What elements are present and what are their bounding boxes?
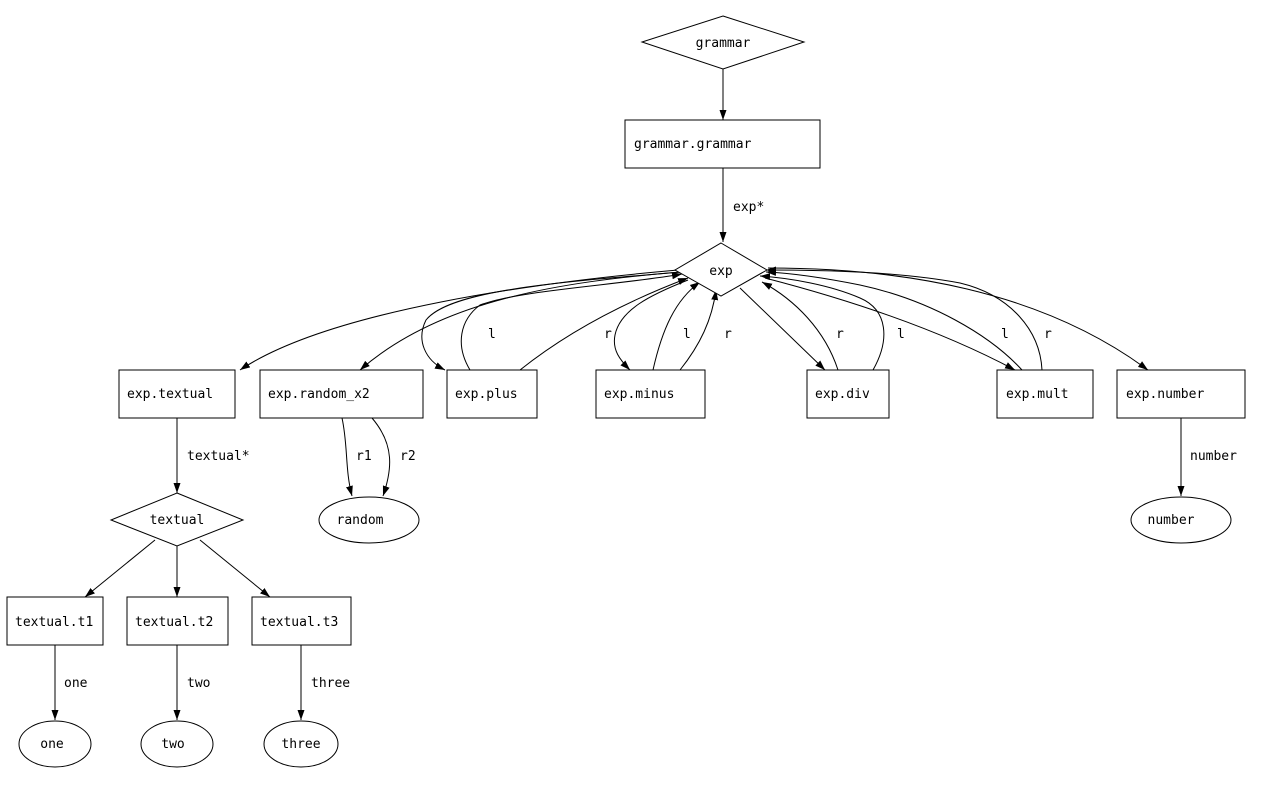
edge-label-exp-star: exp* <box>733 200 764 215</box>
node-exp-minus[interactable]: exp.minus <box>595 369 706 419</box>
edges <box>51 69 1185 720</box>
node-number[interactable]: number <box>1130 496 1232 544</box>
node-one-label: one <box>40 737 64 752</box>
node-two-label: two <box>161 737 184 752</box>
edge-exp-plus-to-exp-r <box>519 277 689 371</box>
edge-exp-div-to-exp-r <box>761 281 839 371</box>
edge-label-minus-r: r <box>724 327 732 342</box>
node-exp-number[interactable]: exp.number <box>1116 369 1246 419</box>
node-exp-plus-label: exp.plus <box>455 387 518 402</box>
edge-exp-mult-to-exp-r <box>765 266 1043 371</box>
node-grammar-grammar-label: grammar.grammar <box>634 137 752 152</box>
node-random[interactable]: random <box>318 496 420 544</box>
node-three[interactable]: three <box>263 720 339 768</box>
edge-label-three: three <box>311 676 350 691</box>
node-textual-label: textual <box>150 513 205 528</box>
node-one[interactable]: one <box>18 720 92 768</box>
node-exp-mult[interactable]: exp.mult <box>996 369 1094 419</box>
node-exp-label: exp <box>709 264 733 279</box>
node-grammar[interactable]: grammar <box>640 15 806 70</box>
node-grammar-grammar[interactable]: grammar.grammar <box>624 119 821 169</box>
node-exp-textual[interactable]: exp.textual <box>118 369 236 419</box>
node-textual-t1[interactable]: textual.t1 <box>6 596 104 646</box>
node-exp-div-label: exp.div <box>815 387 870 402</box>
node-three-label: three <box>281 737 320 752</box>
edge-label-textual-star: textual* <box>187 449 250 464</box>
node-textual-t3-label: textual.t3 <box>260 615 338 630</box>
edge-label-mult-r: r <box>1044 327 1052 342</box>
nodes: grammar exp textual grammar.grammar exp.… <box>6 15 1246 768</box>
node-exp-textual-label: exp.textual <box>127 387 213 402</box>
edge-label-one: one <box>64 676 88 691</box>
node-exp-number-label: exp.number <box>1126 387 1204 402</box>
edge-label-number: number <box>1190 449 1237 464</box>
node-exp-minus-label: exp.minus <box>604 387 674 402</box>
edge-exp-random-x2-to-random-r1 <box>341 417 353 497</box>
edge-label-div-r: r <box>836 327 844 342</box>
node-random-label: random <box>337 513 384 528</box>
edge-label-plus-r: r <box>604 327 612 342</box>
edge-label-r2: r2 <box>400 449 416 464</box>
node-textual-t1-label: textual.t1 <box>15 615 93 630</box>
node-two[interactable]: two <box>140 720 214 768</box>
edge-exp-to-exp-number <box>767 267 1149 371</box>
edge-label-minus-l: l <box>683 327 691 342</box>
node-textual-t2-label: textual.t2 <box>135 615 213 630</box>
edge-exp-minus-to-exp-r <box>679 289 719 371</box>
node-exp-mult-label: exp.mult <box>1006 387 1069 402</box>
edge-textual-to-textual-t1 <box>84 539 156 598</box>
node-number-label: number <box>1148 513 1195 528</box>
edge-label-div-l: l <box>897 327 905 342</box>
node-exp-random-x2-label: exp.random_x2 <box>268 387 370 402</box>
edge-label-plus-l: l <box>488 327 496 342</box>
node-exp-plus[interactable]: exp.plus <box>446 369 538 419</box>
edge-exp-minus-to-exp-l <box>652 281 701 371</box>
node-grammar-label: grammar <box>696 36 751 51</box>
node-textual-t2[interactable]: textual.t2 <box>126 596 229 646</box>
node-exp-div[interactable]: exp.div <box>806 369 890 419</box>
edge-label-two: two <box>187 676 210 691</box>
edge-exp-plus-to-exp-l <box>460 272 683 371</box>
edge-labels: exp* textual* r1 r2 number one two three… <box>64 200 1237 691</box>
edge-exp-to-exp-plus <box>421 271 683 371</box>
edge-exp-to-exp-minus <box>613 279 689 371</box>
node-textual[interactable]: textual <box>109 492 245 547</box>
edge-exp-to-exp-mult <box>764 277 1016 371</box>
edge-textual-to-textual-t3 <box>199 539 271 598</box>
edge-exp-to-exp-textual <box>239 269 679 371</box>
edge-exp-mult-to-exp-l <box>765 268 1023 371</box>
node-exp[interactable]: exp <box>673 242 769 297</box>
edge-exp-random-x2-to-random-r2 <box>371 417 391 497</box>
node-textual-t3[interactable]: textual.t3 <box>251 596 352 646</box>
edge-label-r1: r1 <box>356 449 372 464</box>
edge-exp-to-exp-random-x2 <box>359 271 681 371</box>
edge-exp-to-exp-div <box>739 287 826 371</box>
node-exp-random-x2[interactable]: exp.random_x2 <box>259 369 424 419</box>
edge-exp-div-to-exp-l <box>759 273 885 371</box>
edge-label-mult-l: l <box>1001 327 1009 342</box>
